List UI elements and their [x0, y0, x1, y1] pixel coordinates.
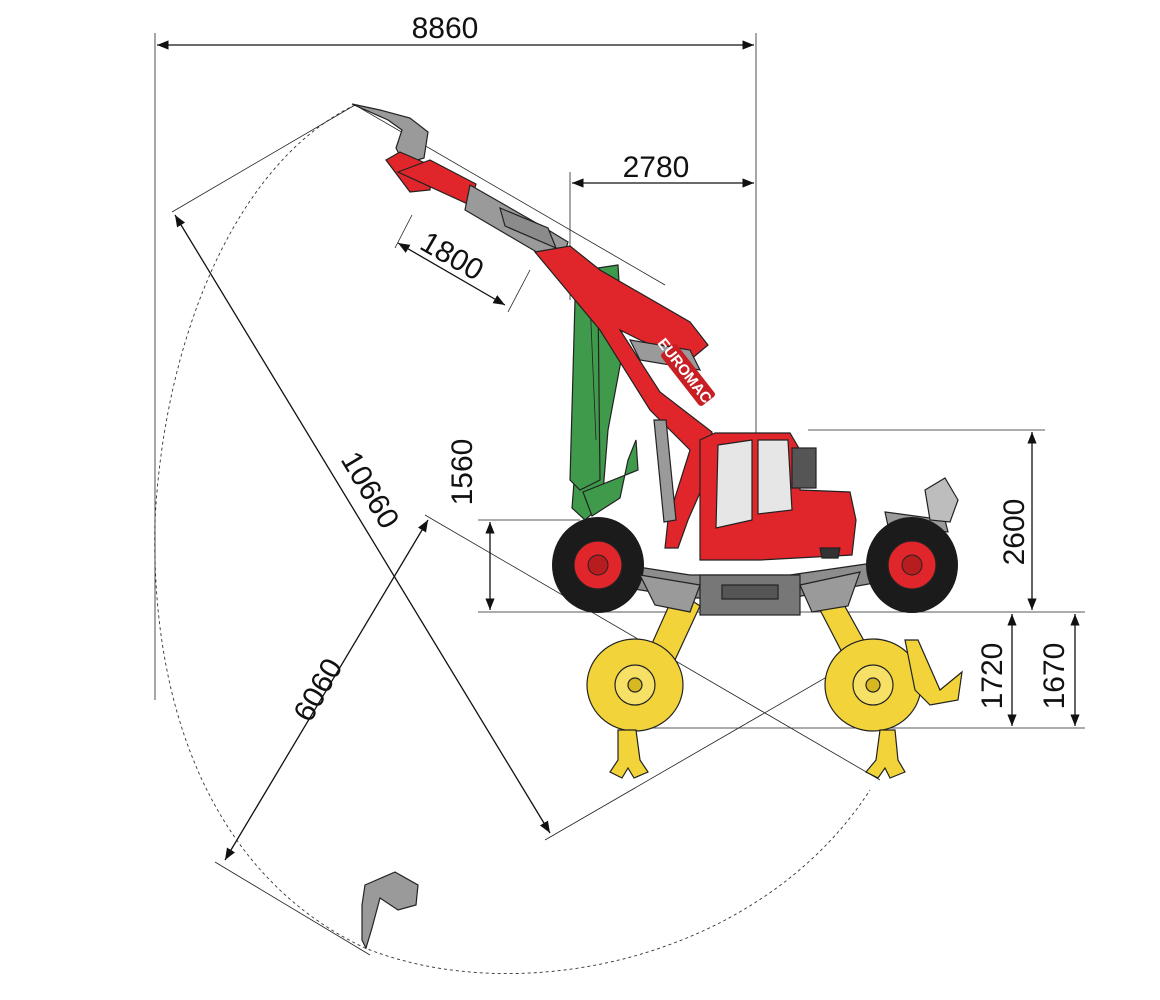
- engine-cover: [791, 447, 817, 489]
- cab-window: [715, 439, 753, 529]
- dim-line-10660: [174, 214, 551, 834]
- logo-plate: [661, 344, 715, 406]
- dim-arm-extension: 1800: [415, 225, 489, 287]
- lower-bucket: [361, 871, 419, 950]
- dim-wheel-height-2: 1670: [1038, 643, 1071, 710]
- leg-rear-lowered: [817, 593, 963, 779]
- dimension-lines: [157, 40, 1080, 861]
- dim-front-reach: 2780: [623, 151, 690, 184]
- cab-body: [699, 432, 857, 561]
- dim-cab-height: 2600: [998, 499, 1031, 566]
- wheel-front-upper: [552, 517, 644, 613]
- wheel-rear-upper: [866, 517, 958, 613]
- excavator-boom: EUROMACH: [533, 245, 721, 549]
- dim-line-6060: [224, 519, 429, 861]
- dim-overall-reach: 8860: [412, 12, 479, 45]
- dim-pivot-height: 1560: [446, 439, 479, 506]
- leg-front-lowered: [586, 589, 701, 779]
- dim-wheel-height-1: 1720: [976, 643, 1009, 710]
- cab-window-rear: [757, 439, 793, 515]
- swing-arms: [638, 571, 861, 613]
- dim-max-reach-radius: 10660: [334, 446, 405, 535]
- dim-digging-depth: 6060: [287, 653, 349, 727]
